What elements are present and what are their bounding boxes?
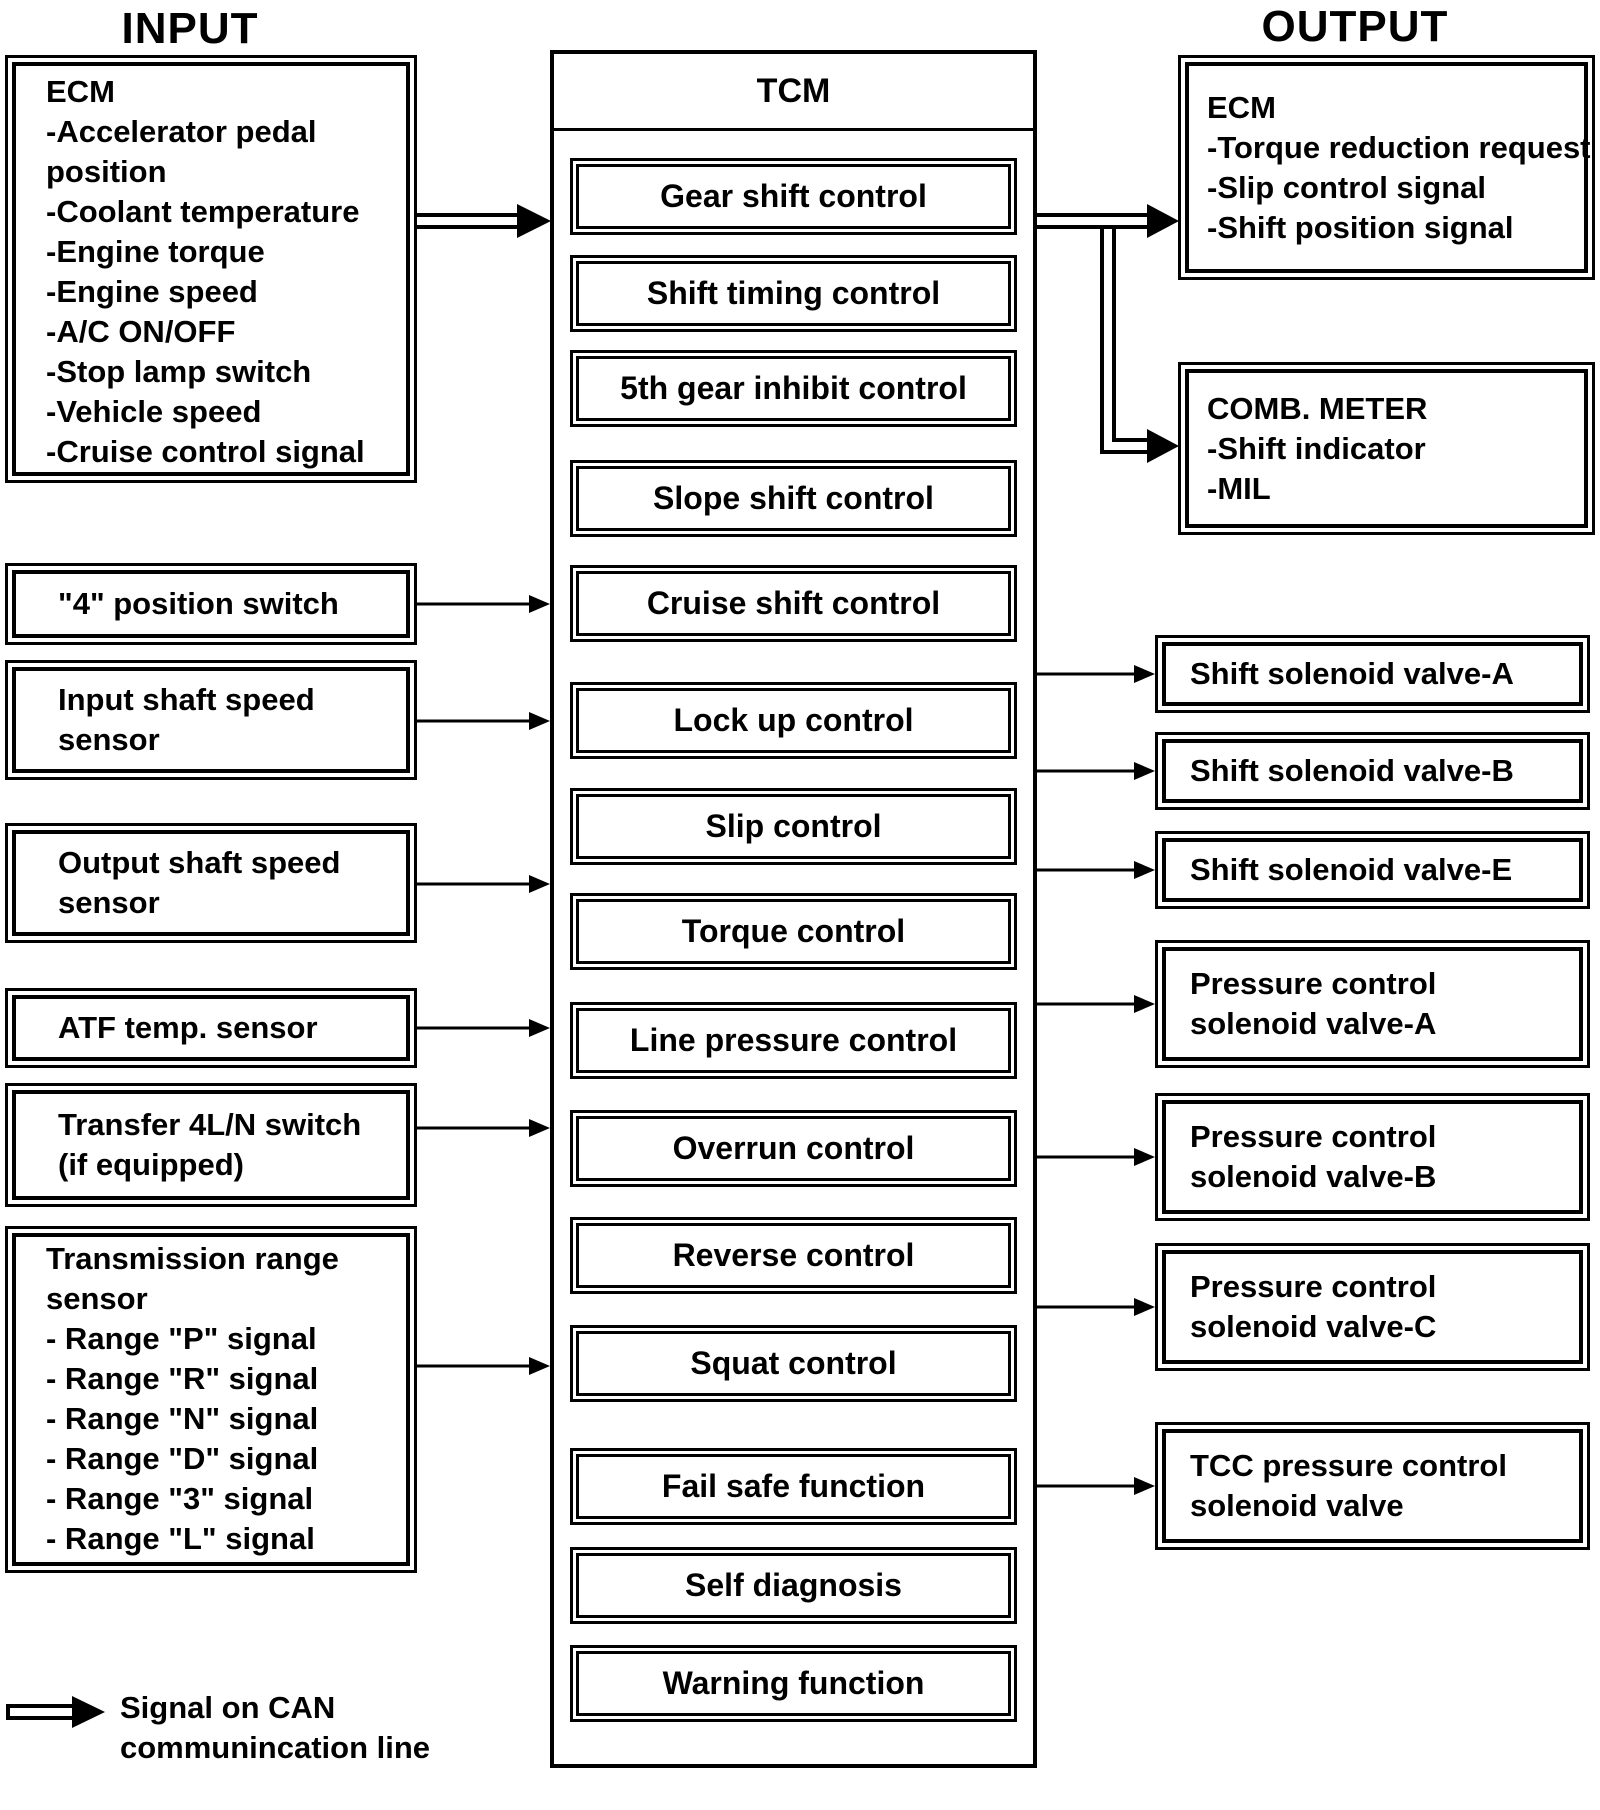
can-arrow-tcm-to-ecm bbox=[1037, 204, 1179, 238]
arrow-tcm-to-shift-solenoid-e bbox=[1037, 861, 1155, 879]
input-box-transfer-4ln-switch-label: Transfer 4L/N switch (if equipped) bbox=[58, 1107, 362, 1182]
arrow-tcm-to-pressure-solenoid-a bbox=[1037, 995, 1155, 1013]
output-box-tcc-pressure-control-solenoid-valve: TCC pressure control solenoid valve bbox=[1155, 1422, 1590, 1550]
tcm-function-slope-shift-control: Slope shift control bbox=[570, 460, 1017, 537]
input-box-transfer-4ln-switch: Transfer 4L/N switch (if equipped) bbox=[5, 1083, 417, 1207]
arrow-tcm-to-shift-solenoid-b bbox=[1037, 762, 1155, 780]
tcm-function-line-pressure-control: Line pressure control bbox=[570, 1002, 1017, 1079]
input-box-atf-temp-sensor-label: ATF temp. sensor bbox=[58, 1010, 318, 1045]
arrow-atf-temp-to-tcm bbox=[417, 1019, 550, 1037]
tcm-function-cruise-shift-control: Cruise shift control bbox=[570, 565, 1017, 642]
legend-can-arrow-icon bbox=[6, 1696, 105, 1728]
output-box-ecm-label: ECM -Torque reduction request -Slip cont… bbox=[1207, 89, 1591, 245]
input-box-transmission-range-sensor-label: Transmission range sensor - Range "P" si… bbox=[46, 1241, 339, 1556]
input-box-4-position-switch: "4" position switch bbox=[5, 563, 417, 645]
arrow-tcm-to-tcc-solenoid bbox=[1037, 1477, 1155, 1495]
output-box-shift-solenoid-valve-a: Shift solenoid valve-A bbox=[1155, 635, 1590, 713]
legend-label: Signal on CAN communincation line bbox=[120, 1690, 431, 1765]
input-box-ecm: ECM -Accelerator pedal position -Coolant… bbox=[5, 55, 417, 483]
tcm-function-gear-shift-control: Gear shift control bbox=[570, 158, 1017, 235]
output-heading: OUTPUT bbox=[1261, 2, 1449, 51]
input-box-input-shaft-speed-sensor: Input shaft speed sensor bbox=[5, 660, 417, 780]
tcm-function-warning-function: Warning function bbox=[570, 1645, 1017, 1722]
tcm-function-torque-control: Torque control bbox=[570, 893, 1017, 970]
output-box-shift-solenoid-valve-e: Shift solenoid valve-E bbox=[1155, 831, 1590, 909]
input-box-ecm-label: ECM -Accelerator pedal position -Coolant… bbox=[46, 74, 365, 469]
tcm-function-5th-gear-inhibit-control: 5th gear inhibit control bbox=[570, 350, 1017, 427]
input-box-input-shaft-speed-sensor-label: Input shaft speed sensor bbox=[58, 682, 315, 757]
output-box-shift-solenoid-valve-b: Shift solenoid valve-B bbox=[1155, 732, 1590, 810]
arrow-tcm-to-pressure-solenoid-c bbox=[1037, 1298, 1155, 1316]
tcm-title: TCM bbox=[554, 54, 1033, 131]
arrow-tcm-to-pressure-solenoid-b bbox=[1037, 1148, 1155, 1166]
tcm-function-lock-up-control: Lock up control bbox=[570, 682, 1017, 759]
can-arrow-branch-to-comb-meter bbox=[1100, 229, 1179, 463]
output-box-comb-meter: COMB. METER -Shift indicator -MIL bbox=[1178, 362, 1595, 535]
tcm-function-shift-timing-control: Shift timing control bbox=[570, 255, 1017, 332]
tcm-function-overrun-control: Overrun control bbox=[570, 1110, 1017, 1187]
arrow-output-shaft-speed-to-tcm bbox=[417, 875, 550, 893]
arrow-4-position-switch-to-tcm bbox=[417, 595, 550, 613]
output-box-pressure-control-solenoid-valve-c: Pressure control solenoid valve-C bbox=[1155, 1243, 1590, 1371]
tcm-function-self-diagnosis: Self diagnosis bbox=[570, 1547, 1017, 1624]
tcm-function-slip-control: Slip control bbox=[570, 788, 1017, 865]
tcm-function-fail-safe-function: Fail safe function bbox=[570, 1448, 1017, 1525]
output-box-comb-meter-label: COMB. METER -Shift indicator -MIL bbox=[1207, 390, 1428, 506]
tcm-function-squat-control: Squat control bbox=[570, 1325, 1017, 1402]
input-box-transmission-range-sensor: Transmission range sensor - Range "P" si… bbox=[5, 1226, 417, 1573]
arrow-transfer-4ln-to-tcm bbox=[417, 1119, 550, 1137]
output-box-pressure-control-solenoid-valve-a: Pressure control solenoid valve-A bbox=[1155, 940, 1590, 1068]
output-box-pressure-control-solenoid-valve-b: Pressure control solenoid valve-B bbox=[1155, 1093, 1590, 1221]
arrow-input-shaft-speed-to-tcm bbox=[417, 712, 550, 730]
input-box-output-shaft-speed-sensor-label: Output shaft speed sensor bbox=[58, 845, 341, 920]
input-box-atf-temp-sensor: ATF temp. sensor bbox=[5, 988, 417, 1068]
arrow-transmission-range-to-tcm bbox=[417, 1357, 550, 1375]
can-arrow-ecm-to-tcm bbox=[417, 204, 551, 238]
tcm-function-reverse-control: Reverse control bbox=[570, 1217, 1017, 1294]
input-box-output-shaft-speed-sensor: Output shaft speed sensor bbox=[5, 823, 417, 943]
output-box-ecm: ECM -Torque reduction request -Slip cont… bbox=[1178, 55, 1595, 280]
input-heading: INPUT bbox=[121, 4, 259, 53]
input-box-4-position-switch-label: "4" position switch bbox=[58, 586, 339, 621]
arrow-tcm-to-shift-solenoid-a bbox=[1037, 665, 1155, 683]
